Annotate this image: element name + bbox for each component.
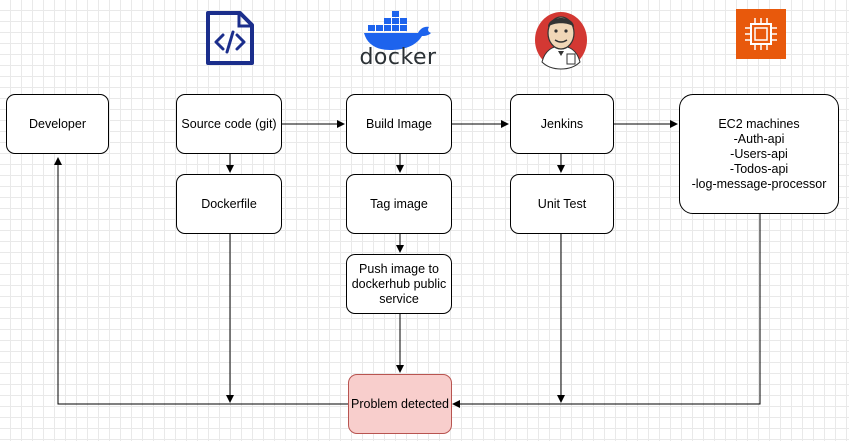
node-problem-detected[interactable]: Problem detected: [348, 374, 452, 434]
node-build-image-label: Build Image: [365, 116, 432, 131]
jenkins-butler-icon: [531, 6, 591, 70]
node-dockerfile-label: Dockerfile: [201, 196, 257, 211]
node-ec2-machines[interactable]: EC2 machines -Auth-api -Users-api -Todos…: [679, 94, 839, 214]
node-build-image[interactable]: Build Image: [346, 94, 452, 154]
node-push-image[interactable]: Push image to dockerhub public service: [346, 254, 452, 314]
docker-logo: docker: [356, 8, 440, 70]
node-jenkins[interactable]: Jenkins: [510, 94, 614, 154]
node-unit-test-label: Unit Test: [537, 196, 587, 211]
node-problem-detected-label: Problem detected: [351, 396, 449, 411]
node-dockerfile[interactable]: Dockerfile: [176, 174, 282, 234]
node-developer-label: Developer: [29, 116, 86, 131]
node-tag-image-label: Tag image: [370, 196, 428, 211]
node-unit-test[interactable]: Unit Test: [510, 174, 614, 234]
node-source-code-label: Source code (git): [181, 116, 277, 131]
docker-wordmark: docker: [359, 45, 437, 70]
node-push-image-label: Push image to dockerhub public service: [351, 261, 447, 306]
source-code-file-icon: [202, 10, 258, 66]
aws-ec2-instance-icon: [736, 9, 786, 59]
node-jenkins-label: Jenkins: [540, 116, 584, 131]
docker-whale-icon: [364, 11, 431, 50]
node-ec2-machines-label: EC2 machines -Auth-api -Users-api -Todos…: [691, 116, 827, 191]
edge-problem-to-developer: [54, 157, 348, 405]
node-developer[interactable]: Developer: [6, 94, 109, 154]
node-tag-image[interactable]: Tag image: [346, 174, 452, 234]
edge-ec2-to-problem: [452, 214, 761, 408]
node-source-code[interactable]: Source code (git): [176, 94, 282, 154]
